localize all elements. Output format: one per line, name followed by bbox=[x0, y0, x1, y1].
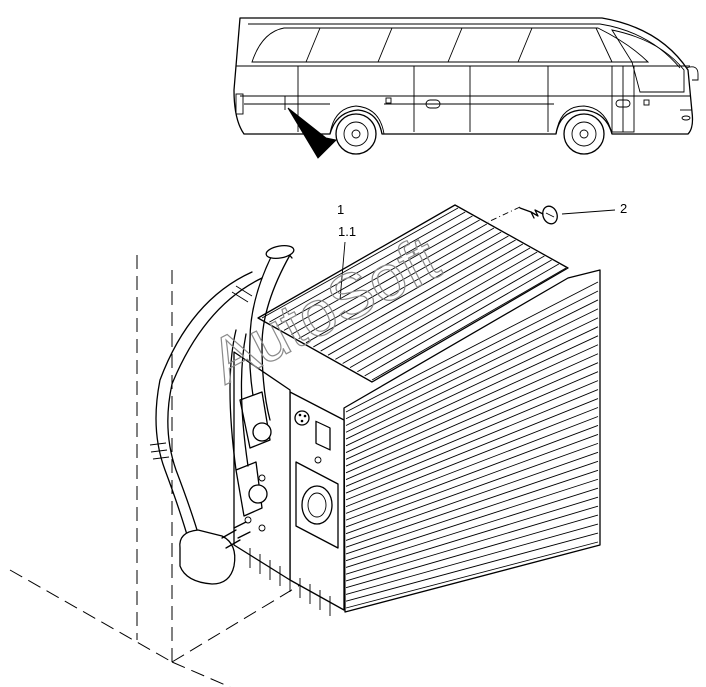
heatsink-fin bbox=[345, 532, 599, 602]
heatsink-fin bbox=[345, 425, 599, 521]
location-arrow-icon bbox=[287, 107, 338, 159]
heatsink-fin bbox=[345, 326, 599, 447]
heatsink-fin bbox=[345, 496, 599, 575]
heatsink-fin-top bbox=[283, 219, 480, 331]
heatsink-fin bbox=[345, 380, 599, 487]
heatsink-fin bbox=[345, 281, 599, 413]
heatsink-fin bbox=[345, 451, 599, 541]
power-switch-icon bbox=[315, 420, 331, 451]
callout-1: 1 bbox=[337, 202, 344, 217]
heatsink-fin bbox=[345, 290, 599, 420]
heatsink-fin bbox=[345, 371, 599, 480]
heatsink-fin bbox=[345, 469, 599, 555]
heatsink-fin bbox=[345, 478, 599, 562]
heatsink-fin bbox=[345, 433, 599, 528]
heatsink-fin-top bbox=[349, 255, 545, 368]
heatsink-fin bbox=[345, 299, 599, 426]
heatsink-fin bbox=[345, 416, 599, 514]
heatsink-fin-top bbox=[269, 211, 466, 323]
heatsink-fin-top bbox=[371, 267, 567, 381]
heatsink-fin-top bbox=[327, 243, 524, 356]
heatsink-fin bbox=[345, 541, 599, 609]
power-plug-icon bbox=[179, 521, 251, 585]
heatsink-fin bbox=[345, 505, 599, 582]
screw-icon bbox=[519, 205, 558, 225]
heatsink-fin-top bbox=[276, 215, 473, 327]
heatsink-fin bbox=[345, 335, 599, 453]
callout-label-1-1: 1.1 bbox=[338, 224, 356, 239]
heatsink-fin-top bbox=[305, 231, 502, 344]
heatsink-fin bbox=[345, 353, 599, 467]
callout-label-2: 2 bbox=[620, 201, 627, 216]
heatsink-fin bbox=[345, 407, 599, 508]
heatsink-fin-top bbox=[291, 223, 488, 335]
heatsink-fin-top bbox=[320, 239, 516, 352]
heatsink-fin bbox=[345, 460, 599, 548]
heatsink-fin-top bbox=[342, 251, 538, 364]
heatsink-fin bbox=[345, 317, 599, 440]
callout-1-1: 1.1 bbox=[338, 224, 356, 301]
heatsink-fin bbox=[345, 308, 599, 433]
heatsink-fin-top bbox=[261, 207, 459, 319]
callout-label-1: 1 bbox=[337, 202, 344, 217]
bus-side-view-icon bbox=[233, 17, 699, 155]
heatsink-fin-top bbox=[357, 259, 552, 373]
heatsink-fin bbox=[345, 442, 599, 535]
heatsink-fin-top bbox=[364, 263, 560, 377]
battery-charger-unit bbox=[233, 204, 601, 616]
heatsink-fin-top bbox=[298, 227, 495, 340]
callout-2: 2 bbox=[561, 201, 627, 216]
heatsink-fin-top bbox=[313, 235, 509, 348]
heatsink-fin bbox=[345, 344, 599, 460]
heatsink-fin bbox=[345, 398, 599, 501]
socket-outlet-icon bbox=[295, 461, 339, 549]
heatsink-fin-top bbox=[335, 247, 531, 360]
heatsink-fin bbox=[345, 523, 599, 595]
mounting-wall bbox=[9, 255, 301, 687]
heatsink-fin bbox=[345, 487, 599, 568]
heatsink-fin bbox=[345, 389, 599, 494]
heatsink-fin bbox=[345, 362, 599, 474]
connector-icon bbox=[294, 410, 310, 426]
heatsink-fin bbox=[345, 514, 599, 589]
cable-bundle bbox=[149, 244, 295, 546]
